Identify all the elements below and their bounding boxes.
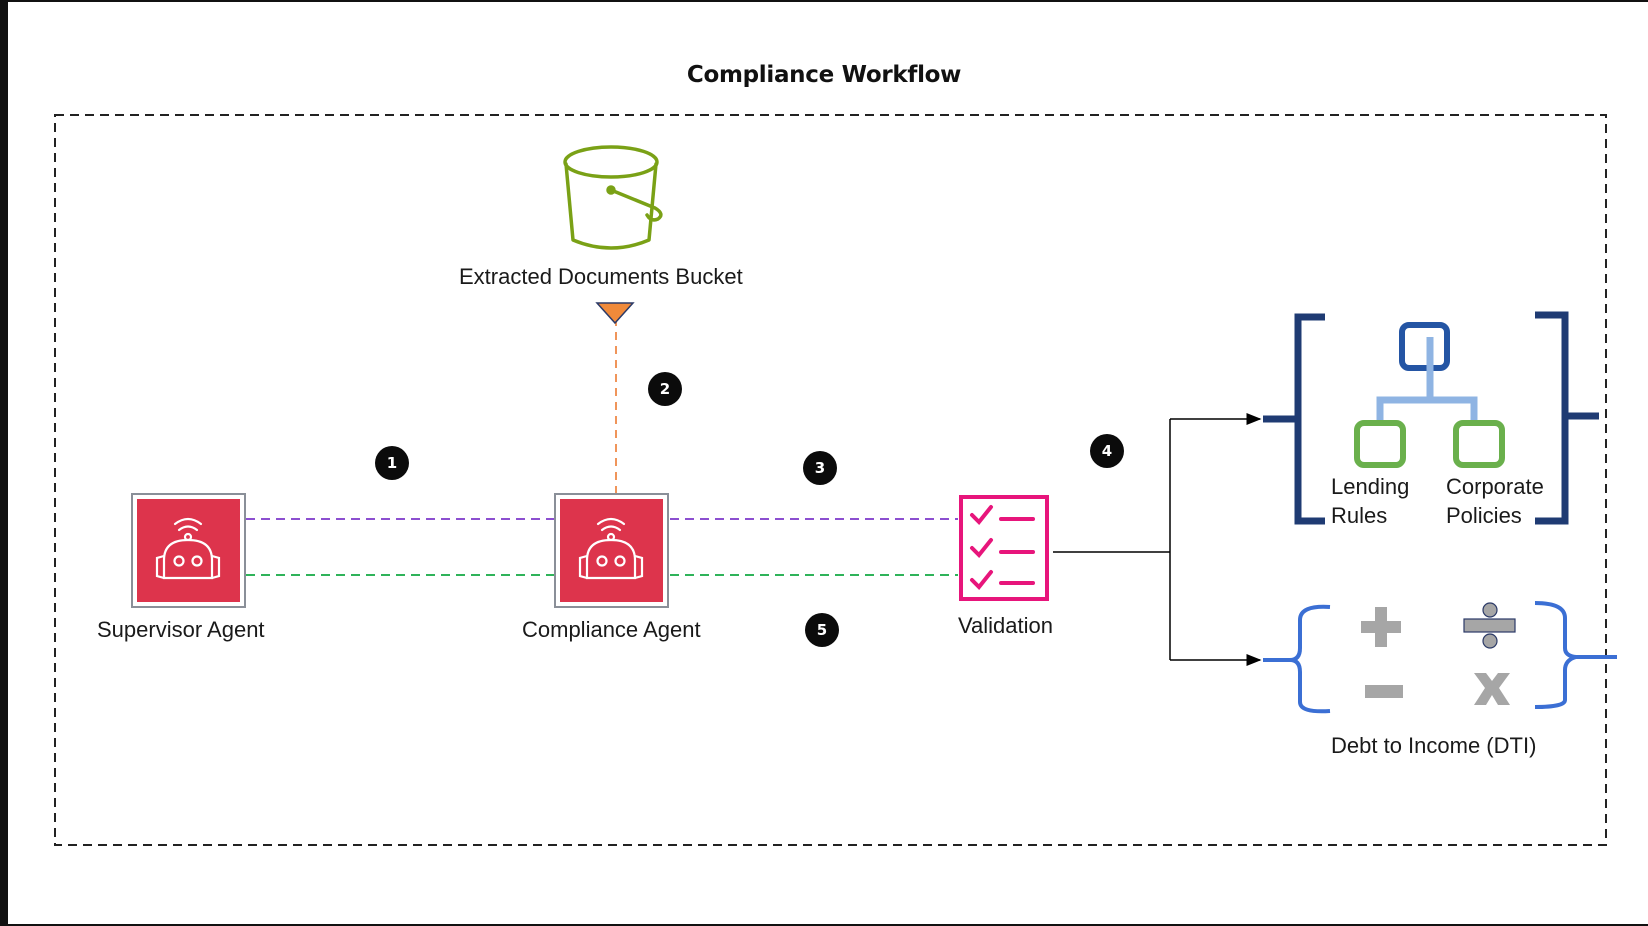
frame-bottom-edge [0, 924, 1648, 926]
dti-group[interactable] [1263, 601, 1617, 714]
corporate-policies-line1: Corporate [1446, 474, 1544, 499]
compliance-agent-icon[interactable] [554, 493, 669, 608]
step-badge-2: 2 [648, 372, 682, 406]
robot-icon [578, 517, 644, 580]
hierarchy-icon [1354, 322, 1505, 468]
corporate-policies-line2: Policies [1446, 503, 1522, 528]
step-badge-5: 5 [805, 613, 839, 647]
minus-icon [1365, 685, 1403, 698]
frame-top-edge [0, 0, 1648, 2]
plus-icon [1361, 607, 1401, 647]
robot-icon [155, 517, 221, 580]
left-curly-brace [1263, 604, 1331, 714]
right-curly-brace [1534, 601, 1617, 709]
step-badge-1: 1 [375, 446, 409, 480]
checklist-icon[interactable] [959, 495, 1049, 601]
step-badge-3: 3 [803, 451, 837, 485]
lending-rules-line1: Lending [1331, 474, 1410, 499]
lending-rules-line2: Rules [1331, 503, 1388, 528]
lending-rules-label: Lending Rules [1331, 472, 1409, 530]
divide-icon [1463, 602, 1516, 649]
frame-left-edge [0, 0, 8, 926]
edge-validation-branch [1053, 419, 1171, 660]
bucket-label: Extracted Documents Bucket [459, 264, 743, 289]
left-square-bracket [1263, 313, 1325, 525]
multiply-icon [1474, 673, 1510, 705]
step-badge-4: 4 [1090, 434, 1124, 468]
right-square-bracket [1535, 311, 1599, 525]
math-operators-icon [1361, 602, 1516, 705]
compliance-agent-label: Compliance Agent [522, 617, 701, 642]
diagram-title: Compliance Workflow [686, 62, 962, 88]
supervisor-agent-icon[interactable] [131, 493, 246, 608]
supervisor-agent-label: Supervisor Agent [97, 617, 265, 642]
validation-label: Validation [958, 613, 1053, 638]
corporate-policies-label: Corporate Policies [1446, 472, 1544, 530]
s3-bucket-icon[interactable] [563, 145, 663, 250]
connector-triangle-icon [595, 302, 635, 325]
rules-policies-group[interactable] [1263, 311, 1599, 525]
dti-label: Debt to Income (DTI) [1331, 733, 1537, 758]
